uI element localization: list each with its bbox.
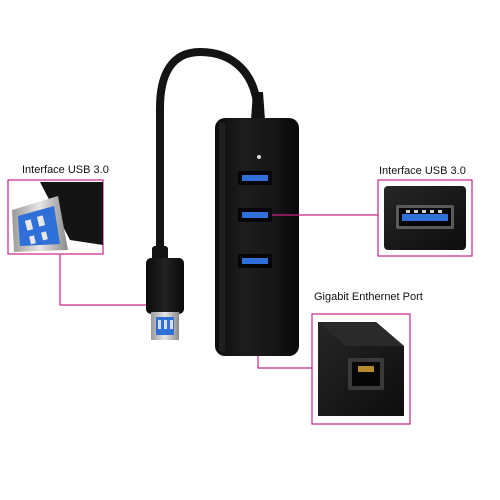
usb-port-1 [238,171,272,185]
left-inset-frame [7,179,104,255]
usb-cable [156,47,262,266]
left-usb-interface-label: Interface USB 3.0 [22,164,109,176]
usb-hub-body [215,118,299,356]
ethernet-port-label: Gigabit Enthernet Port [314,291,423,303]
usb-plug-icon [146,246,184,340]
right-inset-frame [377,179,473,257]
ethernet-inset-frame [311,313,411,425]
usb-port-closeup-icon [396,205,454,229]
usb-plug-closeup-icon [12,182,103,252]
right-usb-interface-label: Interface USB 3.0 [379,165,466,177]
status-led [257,155,261,159]
cable-strain-relief [251,92,265,120]
usb-port-2 [238,208,272,222]
ethernet-port-icon [348,358,384,390]
callout-lines [59,214,378,369]
usb-port-3 [238,254,272,268]
